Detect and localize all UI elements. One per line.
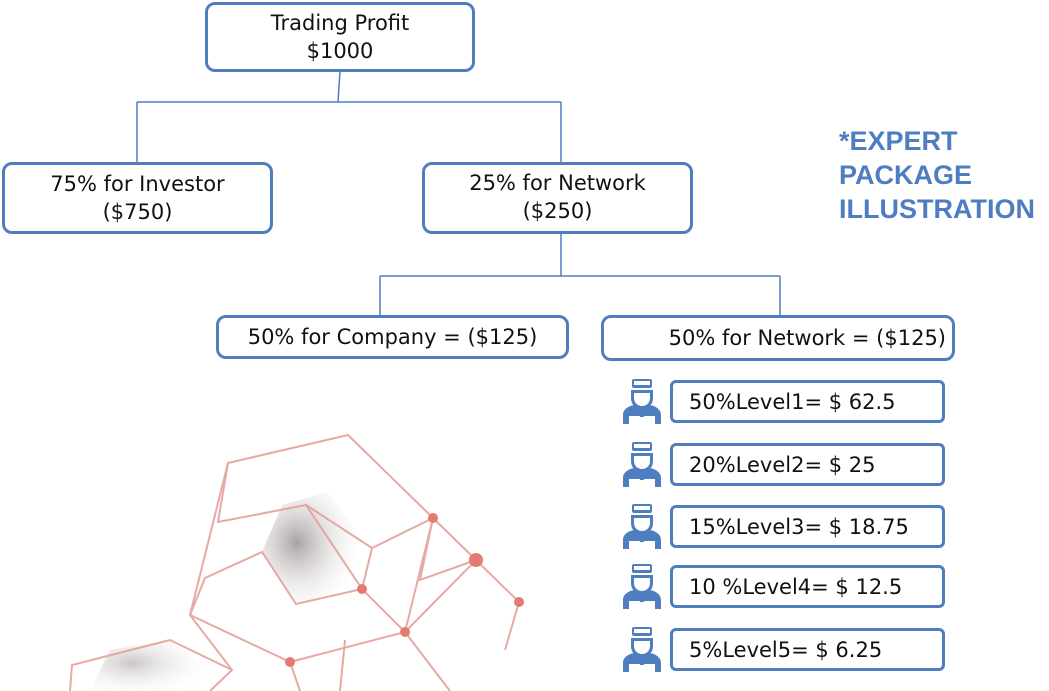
network-node-dot xyxy=(285,657,295,667)
level-4-label: 10 %Level4= $ 12.5 xyxy=(689,574,903,599)
investor-share-node: 75% for Investor ($750) xyxy=(2,162,273,234)
worker-icon xyxy=(619,378,665,424)
level-5-node: 5%Level5= $ 6.25 xyxy=(670,628,945,671)
network-share-label: 25% for Network xyxy=(469,171,646,195)
trading-profit-label: Trading Profit xyxy=(270,11,410,35)
trading-profit-amount: $1000 xyxy=(306,39,374,63)
network-share-node: 25% for Network ($250) xyxy=(422,162,693,234)
title-line-1: *EXPERT xyxy=(839,126,958,156)
investor-share-label: 75% for Investor xyxy=(50,172,225,196)
network-node-dot xyxy=(469,553,483,567)
level-2-label: 20%Level2= $ 25 xyxy=(689,452,876,477)
network-node-dot xyxy=(514,597,524,607)
level-3-node: 15%Level3= $ 18.75 xyxy=(670,505,945,548)
company-share-label: 50% for Company = ($125) xyxy=(247,325,538,349)
worker-icon xyxy=(619,563,665,609)
worker-icon xyxy=(619,626,665,672)
investor-share-amount: ($750) xyxy=(102,200,173,224)
level-1-node: 50%Level1= $ 62.5 xyxy=(670,380,945,423)
level-5-label: 5%Level5= $ 6.25 xyxy=(689,637,883,662)
network-share-amount: ($250) xyxy=(522,199,593,223)
level-4-node: 10 %Level4= $ 12.5 xyxy=(670,565,945,608)
worker-icon xyxy=(619,441,665,487)
network-node-dot xyxy=(357,584,367,594)
company-share-node: 50% for Company = ($125) xyxy=(216,315,569,359)
level-1-label: 50%Level1= $ 62.5 xyxy=(689,389,896,414)
title-line-3: ILLUSTRATION xyxy=(839,194,1035,224)
network-node-dot xyxy=(428,513,438,523)
network-pool-node: 50% for Network = ($125) xyxy=(601,315,955,361)
network-pool-label: 50% for Network = ($125) xyxy=(668,326,946,350)
level-2-node: 20%Level2= $ 25 xyxy=(670,443,945,486)
network-node-dot xyxy=(400,627,410,637)
level-3-label: 15%Level3= $ 18.75 xyxy=(689,514,909,539)
worker-icon xyxy=(619,503,665,549)
expert-package-title: *EXPERT PACKAGE ILLUSTRATION xyxy=(839,124,1035,226)
trading-profit-node: Trading Profit $1000 xyxy=(205,2,475,72)
shaded-hexagon xyxy=(262,492,362,604)
title-line-2: PACKAGE xyxy=(839,160,973,190)
